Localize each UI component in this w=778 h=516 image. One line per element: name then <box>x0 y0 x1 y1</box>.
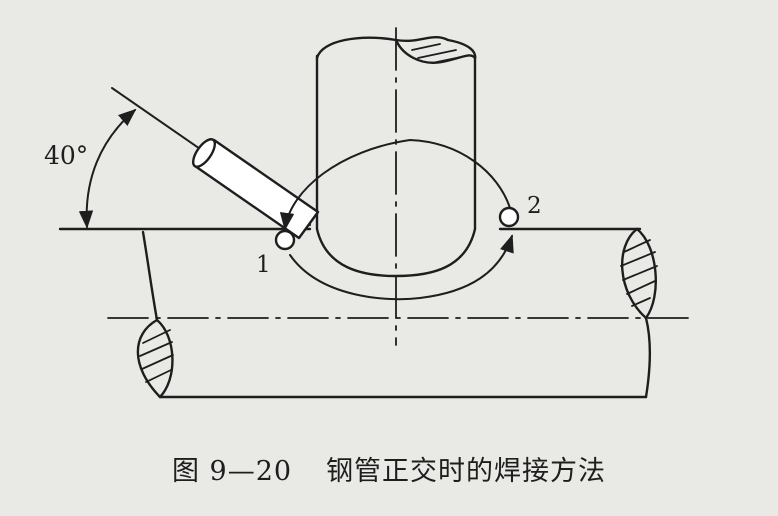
branch-top-break <box>315 35 477 60</box>
weld-point-1 <box>274 229 296 251</box>
saddle-weld-curve <box>315 227 477 278</box>
angle-label: 40° <box>44 141 88 170</box>
weld-point-2 <box>498 206 520 228</box>
point-1-label: 1 <box>256 252 271 278</box>
point-2-label: 2 <box>527 193 542 219</box>
branch-hatch-icon <box>411 43 467 64</box>
figure-caption: 图 9—20 钢管正交时的焊接方法 <box>0 446 778 490</box>
lower-weld-arc <box>289 234 514 301</box>
weld-path <box>279 139 514 301</box>
welding-rod-icon <box>191 138 320 240</box>
left-break-edge <box>136 230 162 399</box>
branch-pipe <box>315 27 477 346</box>
left-break-inner <box>155 318 174 399</box>
upper-weld-arc <box>279 139 511 231</box>
break-hatch-icon <box>139 239 658 383</box>
figure-title: 钢管正交时的焊接方法 <box>326 455 607 487</box>
main-pipe <box>58 227 689 399</box>
figure-number: 图 9—20 <box>171 455 293 487</box>
angle-arc <box>78 108 137 229</box>
right-break-edge <box>620 227 648 320</box>
